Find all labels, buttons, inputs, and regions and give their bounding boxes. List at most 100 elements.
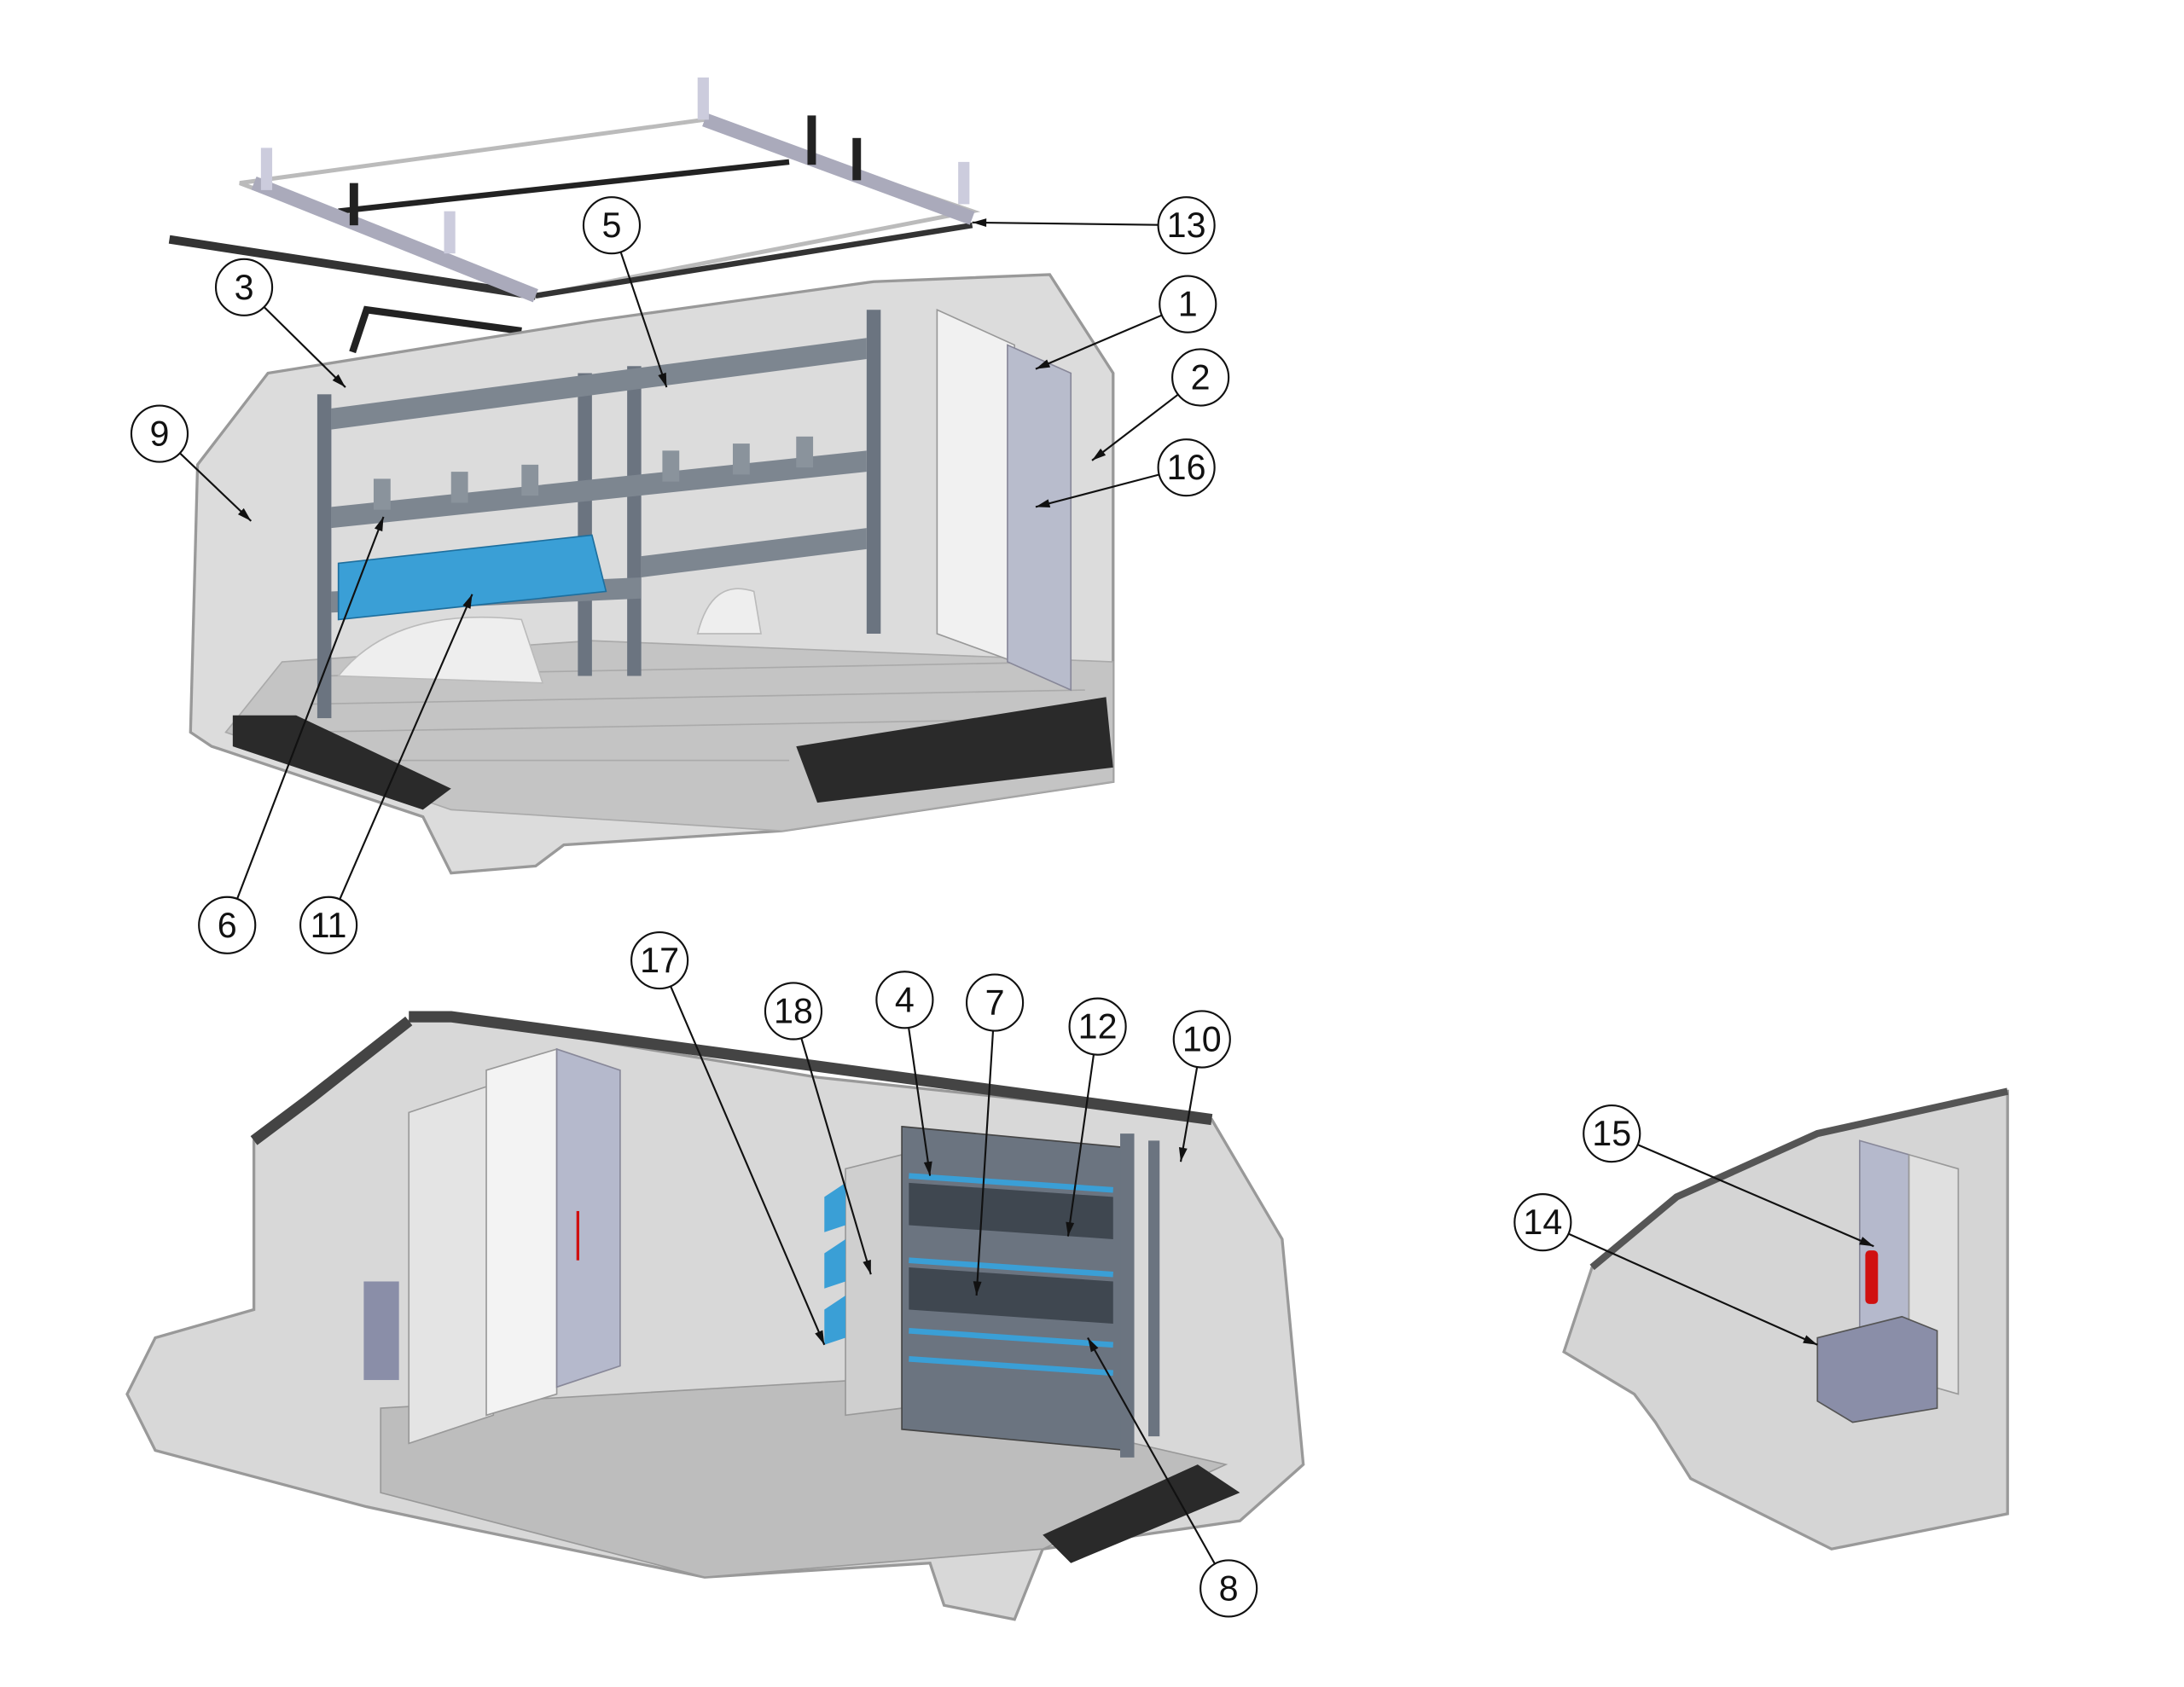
arrowhead [1092,448,1107,461]
arrowhead [1803,1335,1818,1345]
callout-circle [1068,997,1127,1056]
arrowhead [1088,1337,1099,1353]
leader-line [179,452,253,522]
callout-circle [582,196,642,255]
roof-rack [168,77,981,354]
leader-line [619,252,668,388]
callout-4: 4 [875,971,934,1176]
arrowhead [1859,1237,1874,1247]
floor-mat [796,697,1113,803]
leader-line [1066,1054,1095,1237]
callout-2: 2 [1091,348,1230,461]
callout-circle [1172,1010,1231,1069]
callout-number: 4 [895,980,915,1019]
callout-circle [875,971,934,1029]
callout-circle [1199,1559,1258,1618]
leader-line [908,1027,932,1176]
leader-line [236,516,385,900]
arrowhead [658,372,667,388]
leader-line [339,594,473,900]
callout-number: 6 [218,906,237,945]
fire-extinguisher [1865,1250,1879,1304]
callout-8: 8 [1087,1337,1258,1618]
callout-circle [198,896,257,954]
leader-line [1637,1144,1874,1248]
leader-line [263,306,346,388]
callout-number: 17 [640,941,679,980]
leader-line [975,1030,995,1296]
callout-circle [1583,1104,1641,1163]
callout-11: 11 [299,594,473,954]
callout-3: 3 [214,258,346,388]
arrowhead [923,1161,932,1176]
arrowhead [1178,1147,1188,1162]
callout-circle [1157,438,1216,497]
callout-circle [764,982,823,1041]
callout-9: 9 [130,404,253,522]
callout-number: 2 [1191,357,1211,397]
floor-mat [1043,1464,1240,1563]
callout-number: 8 [1219,1568,1239,1608]
leader-line [1568,1232,1818,1346]
callout-number: 11 [311,906,347,945]
callout-circle [1171,348,1230,407]
storage-box [1816,1315,1938,1423]
callout-1: 1 [1035,275,1217,370]
callout-14: 14 [1513,1193,1818,1346]
arrowhead [815,1330,825,1345]
arrowhead [972,218,987,228]
callout-circle [1513,1193,1572,1252]
callout-number: 5 [602,206,622,245]
callout-circle [299,896,358,954]
callout-12: 12 [1066,997,1127,1237]
leader-line [1179,1066,1199,1162]
callout-circle [1159,275,1217,333]
arrowhead [237,507,252,521]
callout-15: 15 [1583,1104,1874,1248]
bottom-van-view [125,1011,1305,1621]
callout-number: 18 [774,991,813,1030]
leader-line [1087,1337,1216,1565]
arrowhead [1066,1221,1075,1237]
callout-6: 6 [198,516,385,954]
arrowhead [863,1259,871,1275]
floor-mat [232,715,451,810]
callout-7: 7 [965,973,1025,1296]
callout-circle [630,930,689,990]
callout-circle [214,258,274,316]
callout-number: 7 [985,983,1005,1023]
callout-number: 15 [1592,1114,1631,1153]
callout-number: 13 [1167,206,1206,245]
callout-circle [965,973,1025,1032]
callout-18: 18 [764,982,872,1275]
leader-line [1035,473,1159,508]
callout-17: 17 [630,930,826,1346]
callout-number: 9 [150,415,170,454]
arrowhead [462,594,473,609]
leader-line [1091,393,1179,461]
arrowhead [332,374,346,388]
callout-5: 5 [582,196,668,388]
leader-line [972,221,1159,226]
cab-view [1562,1087,2009,1551]
callout-circle [130,404,189,463]
leader-line [800,1037,872,1275]
leader-line [1035,314,1163,370]
arrowhead [374,516,384,532]
callout-10: 10 [1172,1010,1231,1162]
arrowhead [1035,359,1051,369]
callout-circle [1157,196,1216,255]
top-shelving-unit [317,310,881,719]
callout-13: 13 [972,196,1216,255]
arrowhead [1035,499,1051,508]
top-van-view [168,77,1115,875]
callout-number: 1 [1178,285,1198,324]
callout-number: 12 [1078,1007,1118,1046]
callout-16: 16 [1035,438,1216,508]
callout-number: 14 [1523,1203,1562,1242]
callout-number: 16 [1167,448,1206,487]
arrowhead [973,1281,982,1296]
leader-line [670,985,826,1346]
